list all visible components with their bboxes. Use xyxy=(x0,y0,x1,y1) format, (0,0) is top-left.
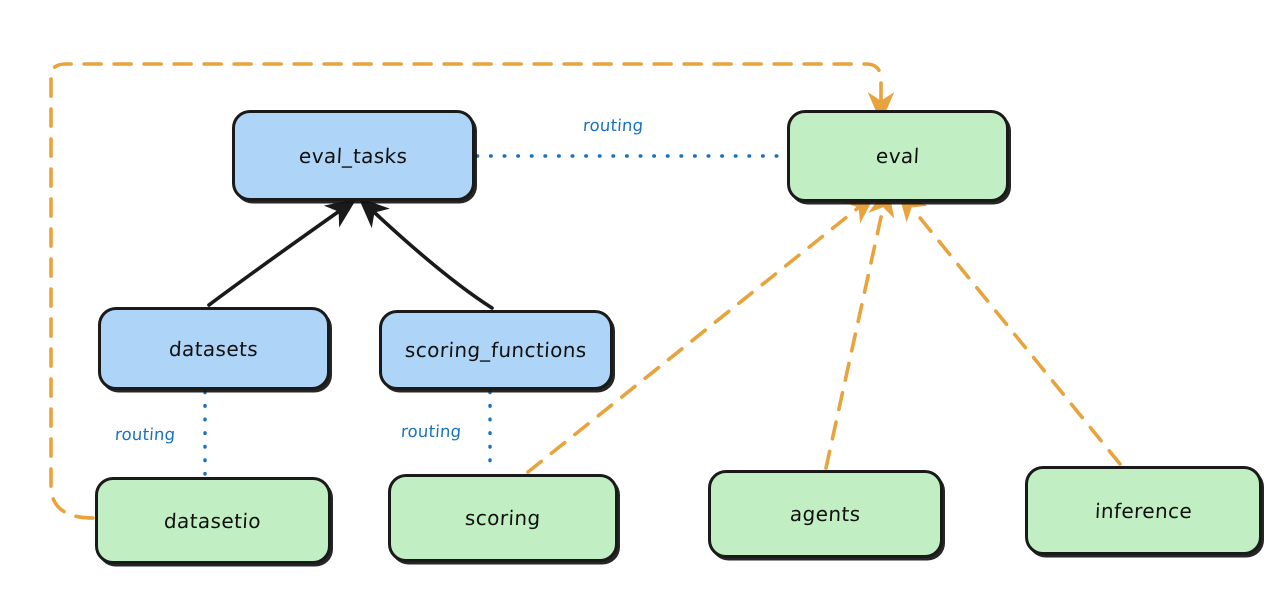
node-scoring-functions[interactable]: scoring_functions xyxy=(379,310,613,390)
node-label: eval xyxy=(875,144,921,168)
edge-label-routing-eval-tasks-eval: routing xyxy=(579,116,648,135)
edge-datasetio-to-eval xyxy=(49,62,895,520)
node-scoring[interactable]: scoring xyxy=(388,474,618,562)
node-label: eval_tasks xyxy=(298,143,409,168)
node-label: scoring_functions xyxy=(404,338,588,362)
edge-scoring-to-eval xyxy=(526,193,876,474)
edge-label-routing-datasets-datasetio: routing xyxy=(111,425,180,444)
node-label: datasets xyxy=(168,336,260,361)
node-label: agents xyxy=(789,502,862,526)
node-agents[interactable]: agents xyxy=(708,470,943,558)
edge-scoring_functions-to-eval_tasks xyxy=(358,197,494,310)
node-datasets[interactable]: datasets xyxy=(98,307,330,390)
edge-label-routing-scoring-functions-scoring: routing xyxy=(397,422,466,441)
edge-agents-to-eval xyxy=(824,185,895,470)
node-inference[interactable]: inference xyxy=(1025,466,1262,555)
node-label: inference xyxy=(1094,498,1193,523)
node-label: datasetio xyxy=(163,508,263,533)
node-label: scoring xyxy=(464,506,542,530)
node-datasetio[interactable]: datasetio xyxy=(95,477,331,564)
node-eval-tasks[interactable]: eval_tasks xyxy=(232,110,475,201)
edge-inference-to-eval xyxy=(897,190,1122,466)
edge-datasets-to-eval_tasks xyxy=(207,198,357,307)
node-eval[interactable]: eval xyxy=(787,110,1009,202)
